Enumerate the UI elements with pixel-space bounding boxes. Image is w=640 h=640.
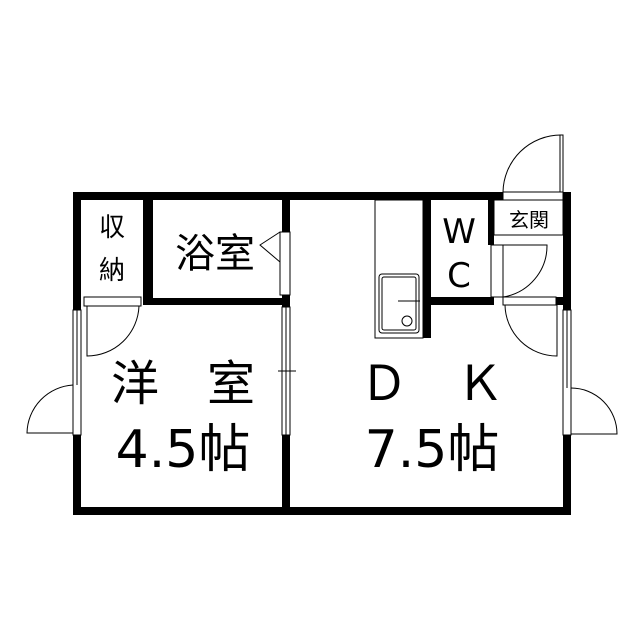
entrance-label: 玄関 (509, 208, 549, 232)
sliding-door[interactable] (278, 306, 296, 436)
right-window[interactable] (562, 309, 618, 436)
bath-door[interactable] (259, 231, 291, 296)
entrance-door[interactable] (502, 134, 564, 201)
bath-label: 浴室 (175, 231, 255, 277)
dk-size: 7.5帖 (365, 420, 500, 480)
western-room-size: 4.5帖 (116, 420, 251, 480)
dk-name: Ｄ Ｋ (360, 356, 504, 412)
entrance-area (493, 199, 564, 236)
left-window[interactable] (26, 309, 82, 436)
storage-door[interactable] (83, 296, 142, 357)
wc-label-2: C (447, 256, 471, 296)
western-room-name: 洋 室 (111, 356, 255, 412)
storage-label-1: 収 (99, 213, 125, 243)
dk-door[interactable] (502, 296, 558, 357)
walls (73, 192, 571, 515)
wc-label-1: W (442, 212, 476, 252)
wc-door[interactable] (490, 244, 548, 298)
kitchen-counter (374, 199, 424, 339)
storage-label-2: 納 (99, 256, 125, 286)
